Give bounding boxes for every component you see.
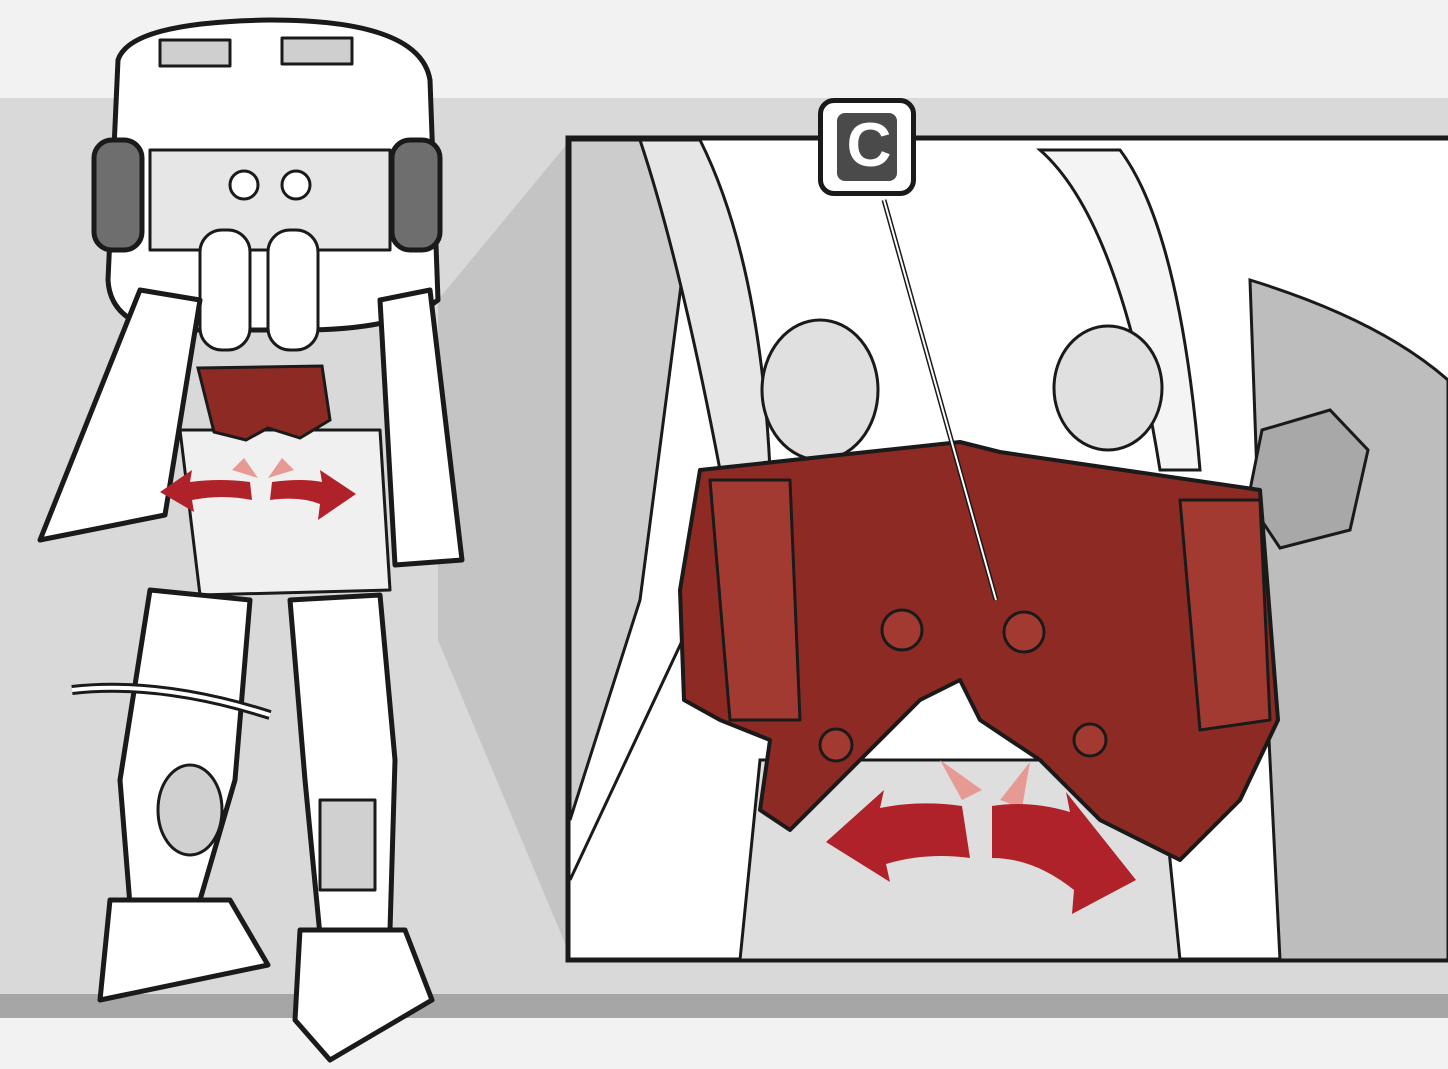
- part-label-badge: C: [818, 98, 916, 196]
- highlighted-hands-small: [198, 366, 330, 440]
- bottom-rule: [0, 994, 1448, 1018]
- part-label-text: C: [837, 113, 898, 181]
